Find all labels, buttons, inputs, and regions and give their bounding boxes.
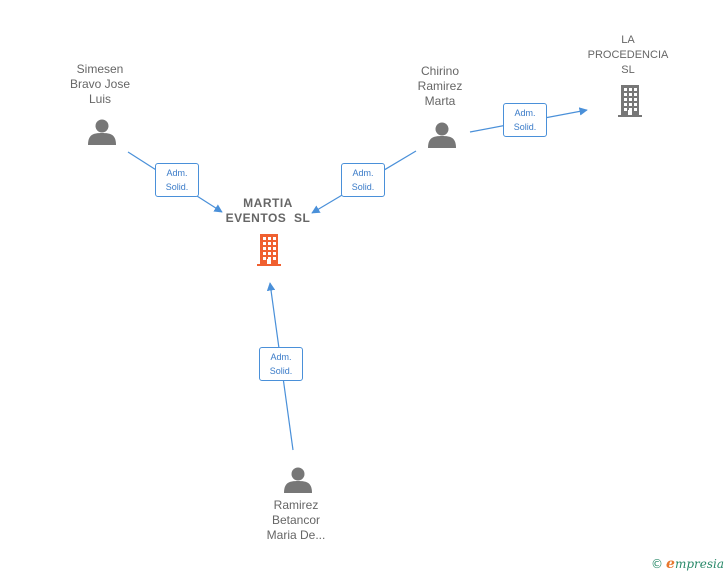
icons-layer	[88, 85, 642, 493]
person-icon[interactable]	[88, 119, 116, 146]
person-icon[interactable]	[428, 122, 456, 149]
node-label-line: EVENTOS SL	[225, 211, 311, 225]
node-label-line: Maria De...	[266, 528, 326, 542]
node-label-line: LA	[621, 34, 635, 46]
edge-label-line: Solid.	[351, 182, 375, 192]
brand-logo: ©empresia	[651, 556, 724, 572]
node-label-line: SL	[621, 64, 635, 76]
node-label-line: Luis	[88, 92, 111, 106]
edge-label-chirino-to-martia[interactable]: Adm. Solid.	[341, 163, 385, 197]
node-label-line: Marta	[424, 94, 456, 108]
node-label-line: Ramirez	[417, 79, 463, 93]
node-label-line: Chirino	[420, 64, 459, 78]
node-label-line: PROCEDENCIA	[587, 49, 669, 61]
edge-label-chirino-to-procedencia[interactable]: Adm. Solid.	[503, 103, 547, 137]
node-label-line: Ramirez	[273, 498, 319, 512]
brand-initial: e	[666, 556, 675, 572]
edge-label-line: Solid.	[269, 366, 293, 376]
node-label-line: Bravo Jose	[69, 77, 131, 91]
edge-label-simesen-to-martia[interactable]: Adm. Solid.	[155, 163, 199, 197]
node-label-procedencia[interactable]: LA PROCEDENCIA SL	[573, 33, 683, 78]
edge-label-line: Solid.	[165, 182, 189, 192]
edge-label-line: Adm.	[166, 168, 188, 178]
person-icon[interactable]	[284, 467, 312, 494]
copyright-symbol: ©	[651, 557, 664, 571]
brand-name: mpresia	[674, 557, 724, 571]
edge-label-line: Adm.	[514, 108, 536, 118]
edge-label-line: Adm.	[270, 352, 292, 362]
building-icon[interactable]	[618, 85, 642, 117]
edges-layer	[127, 107, 588, 451]
edge-label-ramirez-to-martia[interactable]: Adm. Solid.	[259, 347, 303, 381]
node-label-line: Simesen	[76, 62, 124, 76]
building-icon[interactable]	[257, 234, 281, 266]
edge-label-line: Adm.	[352, 168, 374, 178]
edge-label-line: Solid.	[513, 122, 537, 132]
node-label-line: Betancor	[271, 513, 321, 527]
node-label-line: MARTIA	[243, 196, 293, 210]
